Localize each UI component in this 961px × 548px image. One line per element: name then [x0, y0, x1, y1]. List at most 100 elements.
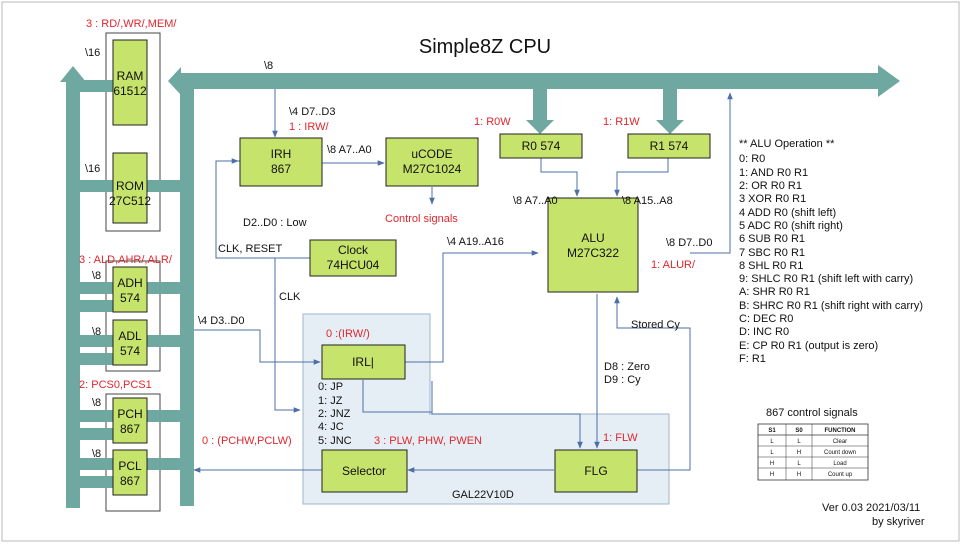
ram-chip: RAM 61512 — [112, 39, 148, 126]
r1-label: R1 574 — [650, 139, 689, 153]
irl-in-label: \4 D3..D0 — [198, 315, 244, 327]
ucode-part: M27C1024 — [403, 162, 462, 176]
gal-label: GAL22V10D — [452, 489, 514, 501]
control-table-cell: Count up — [828, 472, 853, 478]
alu-op-item: 5 ADC R0 (shift right) — [739, 220, 843, 232]
r1w-signal: 1: R1W — [603, 116, 640, 128]
control-table-cell: Clear — [833, 439, 847, 445]
rom-chip: ROM 27C512 — [109, 152, 151, 224]
d9-label: D9 : Cy — [604, 374, 641, 386]
flg-label: FLG — [584, 464, 607, 478]
irh-in-label: \4 D7..D3 — [289, 106, 335, 118]
alu-op-item: 8 SHL R0 R1 — [739, 260, 803, 272]
jump-item: 1: JZ — [318, 395, 343, 407]
control-table-title: 867 control signals — [766, 407, 858, 419]
control-table-cell: L — [770, 439, 774, 445]
clk-reset-label: CLK, RESET — [218, 243, 282, 255]
jump-item: 0: JP — [318, 381, 343, 393]
bus8-pch-label: \8 — [92, 397, 101, 409]
address-group-frame — [105, 260, 161, 372]
adh-chip: ADH 574 — [112, 266, 148, 313]
irh-low-label: D2..D0 : Low — [243, 217, 307, 229]
alu-op-item: D: INC R0 — [739, 326, 789, 338]
control-table-cell: Count down — [824, 450, 856, 456]
irw-l-signal: 0 :(IRW/) — [326, 328, 370, 340]
pchw-signal: 0 : (PCHW,PCLW) — [202, 435, 292, 447]
alu-part: M27C322 — [567, 246, 619, 260]
pc-group-frame — [105, 393, 161, 512]
irh-chip: IRH 867 — [239, 137, 323, 187]
clk-label: CLK — [279, 291, 301, 303]
adl-label: ADL — [118, 329, 142, 343]
flg-chip: FLG — [554, 449, 638, 493]
irh-out-label: \8 A7..A0 — [327, 144, 372, 156]
alu-op-item: 4 ADD R0 (shift left) — [739, 207, 836, 219]
alu-op-item: 0: R0 — [739, 153, 765, 165]
alur-signal: 1: ALUR/ — [651, 259, 696, 271]
control-table-cell: H — [770, 472, 774, 478]
data-bus — [134, 65, 900, 506]
adh-part: 574 — [120, 291, 140, 305]
alu-a-lo-label: \8 A7..A0 — [513, 195, 558, 207]
r1-chip: R1 574 — [627, 133, 711, 159]
adl-part: 574 — [120, 344, 140, 358]
alu-op-list: ** ALU Operation ** 0: R0 1: AND R0 R1 2… — [739, 138, 923, 365]
bus8-adh-label: \8 — [92, 270, 101, 282]
d8-label: D8 : Zero — [604, 361, 650, 373]
selector-label: Selector — [342, 464, 386, 478]
alu-op-heading: ** ALU Operation ** — [739, 138, 835, 150]
adreg-signal: 3 : ALD,AHR/,ALR/ — [79, 254, 173, 266]
selector-chip: Selector — [321, 449, 408, 493]
jump-item: 2: JNZ — [318, 408, 351, 420]
control-table-cell: L — [797, 439, 801, 445]
memory-group-frame — [105, 32, 161, 232]
alu-chip: ALU M27C322 — [547, 197, 639, 293]
page-title: Simple8Z CPU — [419, 36, 551, 58]
pch-chip: PCH 867 — [112, 397, 148, 444]
pch-part: 867 — [120, 422, 140, 436]
alu-label: ALU — [581, 231, 604, 245]
bus8-pcl-label: \8 — [92, 448, 101, 460]
control-table-cell: L — [797, 461, 801, 467]
control-table-header: FUNCTION — [825, 428, 856, 434]
adh-label: ADH — [117, 276, 142, 290]
pcl-label: PCL — [118, 459, 142, 473]
bus8-main-label: \8 — [264, 60, 273, 72]
irh-part: 867 — [271, 162, 291, 176]
control-table: 867 control signals S1 S0 FUNCTION L L C… — [757, 407, 869, 481]
left-address-bus — [60, 66, 114, 508]
plw-signal: 3 : PLW, PHW, PWEN — [374, 435, 482, 447]
control-table-cell: H — [770, 461, 774, 467]
version-label: Ver 0.03 2021/03/11 — [822, 502, 920, 514]
bus8-adl-label: \8 — [92, 326, 101, 338]
alu-out-label: \8 D7..D0 — [666, 237, 712, 249]
jump-item: 4: JC — [318, 421, 344, 433]
ucode-chip: uCODE M27C1024 — [385, 137, 479, 187]
jump-list: 0: JP 1: JZ 2: JNZ 4: JC 5: JNC — [318, 381, 352, 447]
irw-h-signal: 1 : IRW/ — [289, 121, 329, 133]
alu-op-item: 9: SHLC R0 R1 (shift left with carry) — [739, 273, 913, 285]
alu-a-top-label: \4 A19..A16 — [447, 236, 504, 248]
pcs-signal: 2: PCS0,PCS1 — [79, 379, 152, 391]
adl-chip: ADL 574 — [112, 319, 148, 366]
ram-label: RAM — [117, 69, 144, 83]
control-table-cell: L — [770, 450, 774, 456]
bus16-top-label: \16 — [85, 47, 100, 59]
stored-cy-label: Stored Cy — [631, 319, 680, 331]
control-table-cell: Load — [833, 461, 846, 467]
pcl-part: 867 — [120, 474, 140, 488]
irl-chip: IRL| — [321, 344, 406, 380]
irh-label: IRH — [271, 147, 292, 161]
control-table-cell: H — [797, 450, 801, 456]
clock-chip: Clock 74HCU04 — [309, 239, 397, 277]
clock-label: Clock — [338, 243, 369, 257]
mem-signal: 3 : RD/,WR/,MEM/ — [86, 18, 177, 30]
control-table-cell: H — [797, 472, 801, 478]
alu-op-item: B: SHRC R0 R1 (shift right with carry) — [739, 300, 923, 312]
signal-wires — [193, 89, 733, 473]
alu-op-item: F: R1 — [739, 353, 766, 365]
alu-op-item: 1: AND R0 R1 — [739, 167, 808, 179]
ram-part: 61512 — [113, 84, 147, 98]
